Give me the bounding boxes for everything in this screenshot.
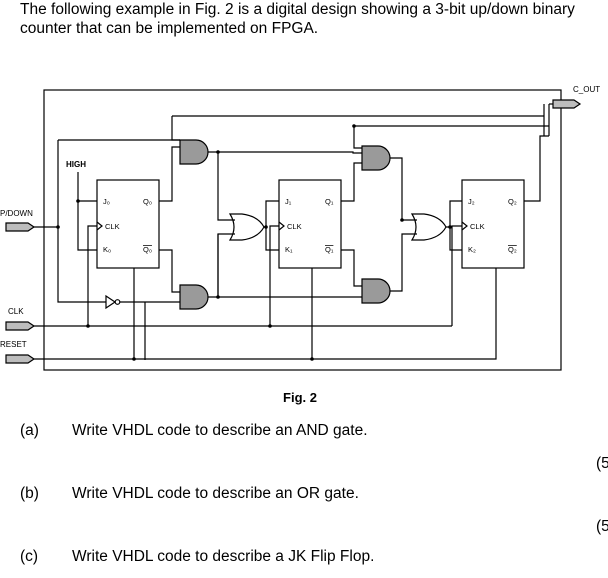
marks-b: (5 [596,518,608,535]
ff0-clk-label: CLK [105,222,120,231]
and-gate-top-1 [361,145,391,171]
question-label: (a) [20,422,39,439]
flip-flop-0 [96,179,160,269]
c-out-connector [552,99,582,109]
intro-paragraph: The following example in Fig. 2 is a dig… [20,1,575,37]
high-label: HIGH [66,160,86,169]
junction [268,324,272,328]
junction [448,225,452,229]
not-gate-bubble [114,299,121,305]
clk-connector [5,321,36,331]
clk-triangle-0 [96,221,103,231]
ff0-qbar-label: Q₀ [143,245,152,254]
junction [132,357,136,361]
question-label: (c) [20,548,39,565]
and-gate-bottom-0 [179,284,209,310]
junction [216,150,220,154]
ff1-j-label: J₁ [285,197,292,206]
ff1-qbar-label: Q₁ [325,245,334,254]
question-text: Write VHDL code to describe an AND gate. [72,422,368,439]
marks-a: (5 [596,455,608,472]
ff1-k-label: K₁ [285,245,293,254]
up-down-connector [5,222,36,232]
ff2-j-label: J₂ [468,197,475,206]
ff0-j-label: J₀ [103,197,110,206]
counter-circuit-diagram: J₀ CLK K₀ Q₀ Q₀ J₁ CLK K₁ Q₁ Q₁ J₂ CLK K… [0,85,600,371]
clk-triangle-1 [278,221,285,231]
c-out-label: C_OUT [573,85,600,94]
junction [216,295,220,299]
ff2-qbar-label: Q₂ [508,245,517,254]
and-gate-bottom-1 [361,278,391,304]
ff2-k-label: K₂ [468,245,476,254]
ff0-q-label: Q₀ [143,197,152,206]
ff0-k-label: K₀ [103,245,111,254]
not-gate [105,294,117,310]
ff2-q-label: Q₂ [508,197,517,206]
clk-input-label: CLK [8,307,24,316]
flip-flop-2 [461,179,525,269]
ff1-q-label: Q₁ [325,197,334,206]
question-text: Write VHDL code to describe an OR gate. [72,485,359,502]
question-text: Write VHDL code to describe a JK Flip Fl… [72,548,375,565]
or-gate-2 [410,213,447,241]
up-down-label: P/DOWN [0,209,33,218]
junction [352,124,356,128]
reset-connector [5,354,36,364]
and-gate-top-0 [179,139,209,165]
junction [56,225,60,229]
ff2-clk-label: CLK [470,222,485,231]
circuit-frame [43,89,562,371]
question-label: (b) [20,485,39,502]
flip-flop-1 [278,179,342,269]
junction [400,218,404,222]
figure-caption: Fig. 2 [283,390,317,405]
clk-triangle-2 [461,221,468,231]
junction [76,199,80,203]
reset-label: RESET [0,340,27,349]
junction [310,357,314,361]
junction [86,324,90,328]
ff1-clk-label: CLK [287,222,302,231]
or-gate-1 [228,213,265,241]
junction [264,225,268,229]
